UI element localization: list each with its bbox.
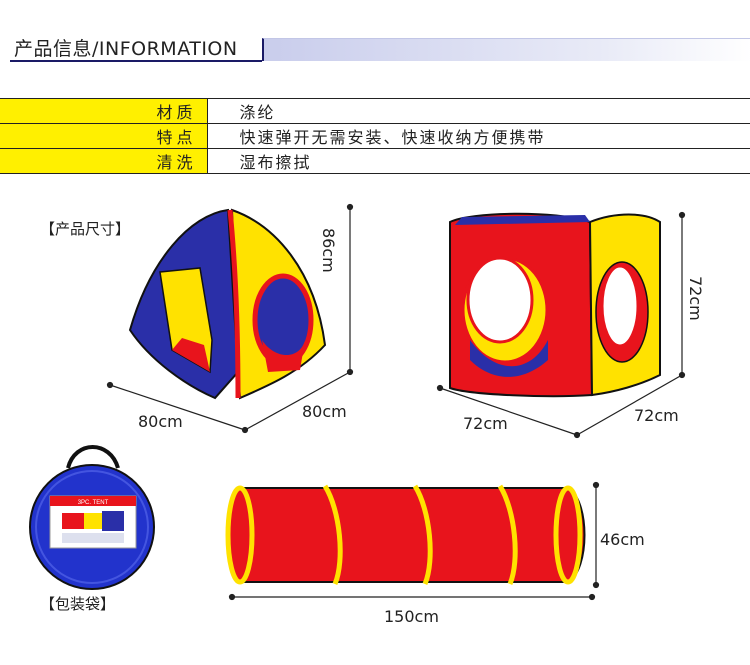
header-title: 产品信息/INFORMATION (14, 38, 238, 60)
tunnel-length-dim: 150cm (384, 607, 439, 626)
storage-bag-image (29, 445, 155, 590)
bag-text: 3PC. TENT (78, 500, 109, 506)
tent2-width-dim: 72cm (463, 414, 508, 433)
spec-key: 清洗 (0, 148, 208, 174)
spec-row: 特点 快速弹开无需安装、快速收纳方便携带 (0, 123, 750, 149)
product-size-label: 【产品尺寸】 (40, 220, 131, 238)
header-underline (10, 60, 262, 62)
header-gradient-bar (262, 38, 750, 61)
tent1-width-dim: 80cm (138, 412, 183, 431)
tunnel-dimension-lines (228, 481, 600, 601)
tent2-depth-dim: 72cm (634, 406, 679, 425)
tent2-height-dim: 72cm (686, 276, 705, 321)
spec-key: 特点 (0, 123, 208, 149)
spec-value: 快速弹开无需安装、快速收纳方便携带 (207, 123, 750, 149)
tunnel-height-dim: 46cm (600, 530, 645, 549)
tunnel-image (225, 484, 586, 585)
spec-table: 材质 涤纶 特点 快速弹开无需安装、快速收纳方便携带 清洗 湿布擦拭 (0, 98, 750, 174)
tent1-dimension-lines (106, 203, 354, 434)
tent1-depth-dim: 80cm (302, 402, 347, 421)
tent1-height-dim: 86cm (319, 228, 338, 273)
section-header: 产品信息/INFORMATION (0, 28, 750, 62)
triangle-tent-image (128, 208, 327, 400)
spec-key: 材质 (0, 98, 208, 124)
bag-label: 【包装袋】 (40, 595, 116, 613)
tent2-dimension-lines (436, 211, 686, 439)
spec-row: 清洗 湿布擦拭 (0, 148, 750, 174)
spec-value: 湿布擦拭 (207, 148, 750, 174)
cube-tent-image (449, 212, 661, 398)
